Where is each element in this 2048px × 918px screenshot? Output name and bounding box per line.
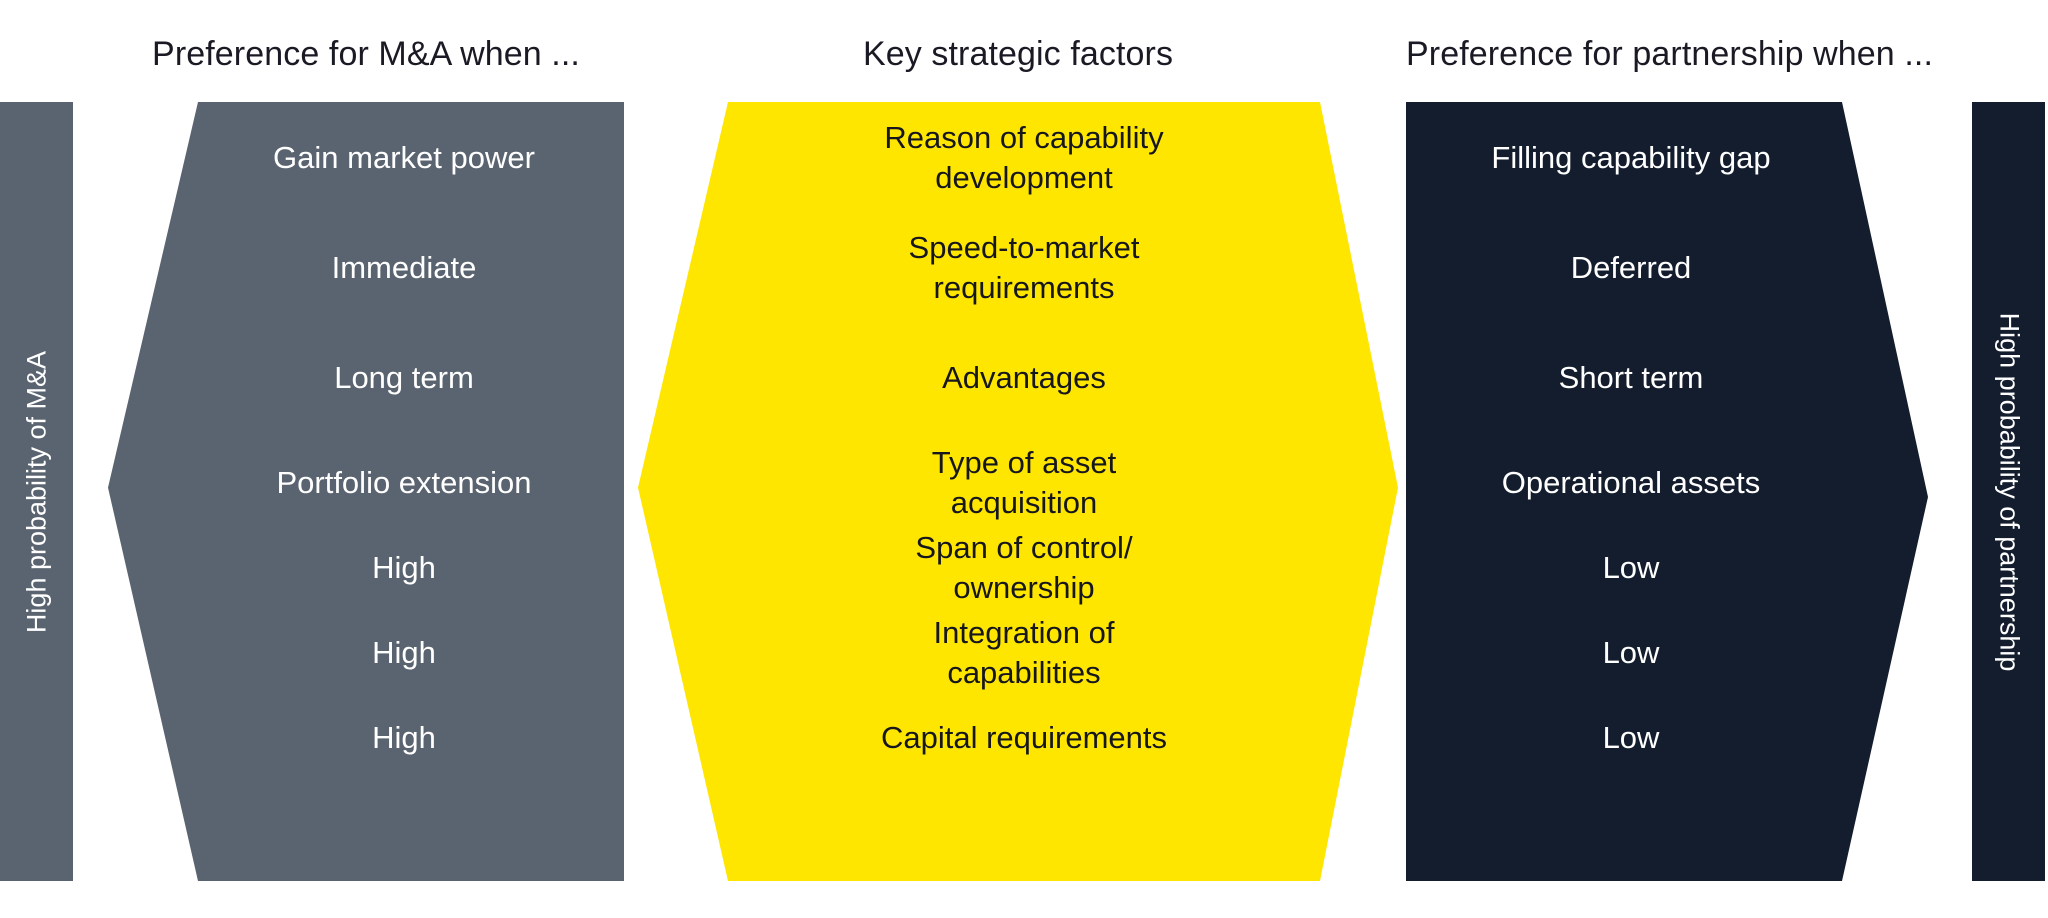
list-item: Reason of capability development — [638, 102, 1398, 213]
factor-label-4: Span of control/ ownership — [915, 529, 1133, 605]
column-header-ma: Preference for M&A when ... — [152, 35, 580, 73]
factor-label-6: Capital requirements — [880, 719, 1168, 755]
rail-label-ma: High probability of M&A — [21, 350, 51, 633]
panel-ma: Gain market power Immediate Long term Po… — [108, 102, 624, 881]
rail-label-partnership: High probability of partnership — [1994, 312, 2024, 671]
list-item: Low — [1406, 512, 1928, 623]
rail-high-probability-partnership: High probability of partnership — [1972, 102, 2045, 881]
list-item: Long term — [108, 322, 624, 433]
list-item: Filling capability gap — [1406, 102, 1928, 213]
list-item: Gain market power — [108, 102, 624, 213]
column-header-factors: Key strategic factors — [862, 35, 1174, 73]
factor-label-2: Advantages — [942, 359, 1106, 395]
partnership-value-5: Low — [1602, 634, 1660, 670]
ma-value-1: Immediate — [331, 249, 477, 285]
panel-partnership: Filling capability gap Deferred Short te… — [1406, 102, 1928, 881]
list-item: Portfolio extension — [108, 427, 624, 538]
panel-ma-rows: Gain market power Immediate Long term Po… — [108, 102, 624, 881]
list-item: Low — [1406, 597, 1928, 708]
factor-label-0: Reason of capability development — [884, 119, 1164, 195]
list-item: Advantages — [638, 322, 1398, 433]
rail-high-probability-ma: High probability of M&A — [0, 102, 73, 881]
factor-label-5: Integration of capabilities — [933, 614, 1115, 690]
list-item: Operational assets — [1406, 427, 1928, 538]
partnership-value-0: Filling capability gap — [1491, 139, 1771, 175]
panel-partnership-shape — [1406, 102, 1928, 881]
list-item: Short term — [1406, 322, 1928, 433]
factor-label-1: Speed-to-market requirements — [908, 229, 1140, 305]
panel-factors-rows: Reason of capability development Speed-t… — [638, 102, 1398, 881]
list-item: Low — [1406, 682, 1928, 793]
list-item: Speed-to-market requirements — [638, 212, 1398, 323]
ma-value-5: High — [372, 634, 436, 670]
panel-partnership-rows: Filling capability gap Deferred Short te… — [1406, 102, 1928, 881]
partnership-value-3: Operational assets — [1501, 464, 1761, 500]
list-item: High — [108, 597, 624, 708]
list-item: Integration of capabilities — [638, 597, 1398, 708]
factor-label-3: Type of asset acquisition — [931, 444, 1117, 520]
list-item: Span of control/ ownership — [638, 512, 1398, 623]
ma-value-6: High — [372, 719, 436, 755]
partnership-value-2: Short term — [1558, 359, 1704, 395]
ma-value-2: Long term — [334, 359, 474, 395]
partnership-value-1: Deferred — [1570, 249, 1692, 285]
list-item: Type of asset acquisition — [638, 427, 1398, 538]
ma-value-0: Gain market power — [273, 139, 535, 175]
panel-ma-shape — [108, 102, 624, 881]
list-item: Deferred — [1406, 212, 1928, 323]
list-item: Capital requirements — [638, 682, 1398, 793]
partnership-value-6: Low — [1602, 719, 1660, 755]
partnership-value-4: Low — [1602, 549, 1660, 585]
ma-value-4: High — [372, 549, 436, 585]
list-item: High — [108, 682, 624, 793]
list-item: Immediate — [108, 212, 624, 323]
ma-value-3: Portfolio extension — [276, 464, 532, 500]
panel-key-strategic-factors: Reason of capability development Speed-t… — [638, 102, 1398, 881]
panel-factors-shape — [638, 102, 1398, 881]
column-header-partnership: Preference for partnership when ... — [1406, 35, 1933, 73]
list-item: High — [108, 512, 624, 623]
